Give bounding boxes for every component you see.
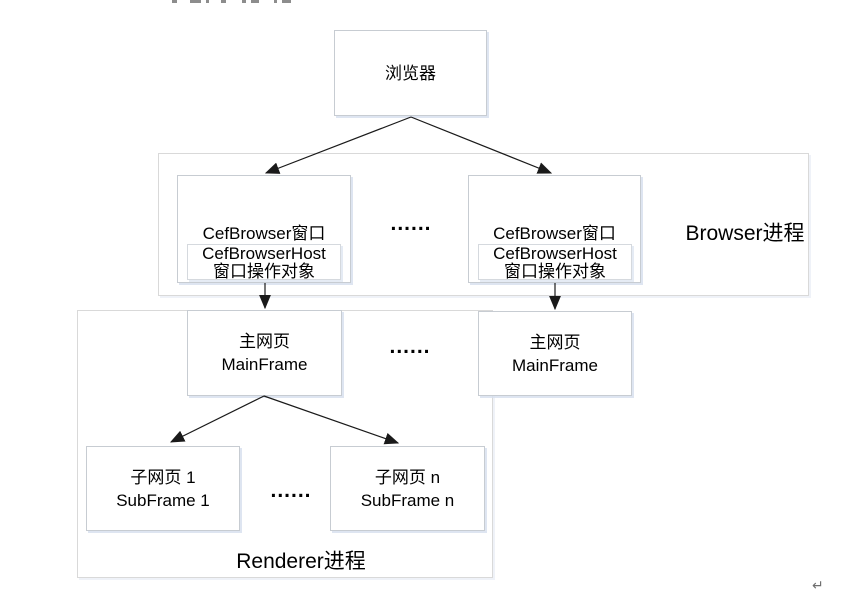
ellipsis-subframe-row: ......	[270, 479, 312, 502]
main-frame-left-node: 主网页 MainFrame	[187, 310, 342, 396]
cef-browser-host-right-node: CefBrowserHost 窗口操作对象	[478, 244, 632, 281]
sub-frame-n-node: 子网页 n SubFrame n	[330, 446, 485, 531]
browser-process-label: Browser进程	[685, 222, 805, 245]
main-frame-right-node: 主网页 MainFrame	[478, 311, 632, 396]
sub-frame-1-node: 子网页 1 SubFrame 1	[86, 446, 240, 531]
ellipsis-mainframe-row: ......	[389, 335, 431, 358]
main-frame-right-line2: MainFrame	[512, 355, 598, 375]
main-frame-left-line1: 主网页	[239, 332, 290, 351]
cef-browser-host-right-line1: CefBrowserHost	[493, 244, 617, 263]
cef-browser-window-right-node: CefBrowser窗口 CefBrowserHost 窗口操作对象	[468, 175, 641, 283]
cef-browser-host-right-line2: 窗口操作对象	[504, 262, 606, 281]
sub-frame-n-line2: SubFrame n	[360, 490, 455, 510]
browser-node: 浏览器	[334, 30, 487, 116]
cef-browser-host-left-node: CefBrowserHost 窗口操作对象	[187, 244, 341, 281]
sub-frame-1-line1: 子网页 1	[130, 467, 196, 487]
sub-frame-n-line1: 子网页 n	[374, 467, 441, 487]
main-frame-left-line2: MainFrame	[221, 355, 308, 374]
ellipsis-browser-row: ......	[390, 212, 432, 235]
cef-browser-window-left-title: CefBrowser窗口	[202, 224, 326, 243]
main-frame-right-line1: 主网页	[529, 332, 581, 352]
cef-browser-window-right-title: CefBrowser窗口	[493, 224, 616, 243]
browser-node-label: 浏览器	[385, 63, 436, 83]
cef-browser-host-left-line2: 窗口操作对象	[213, 262, 315, 281]
cef-browser-host-left-line1: CefBrowserHost	[202, 244, 326, 263]
renderer-process-label: Renderer进程	[236, 550, 366, 573]
cef-browser-window-left-node: CefBrowser窗口 CefBrowserHost 窗口操作对象	[177, 175, 351, 283]
sub-frame-1-line2: SubFrame 1	[116, 490, 210, 510]
return-mark: ↵	[812, 577, 824, 593]
